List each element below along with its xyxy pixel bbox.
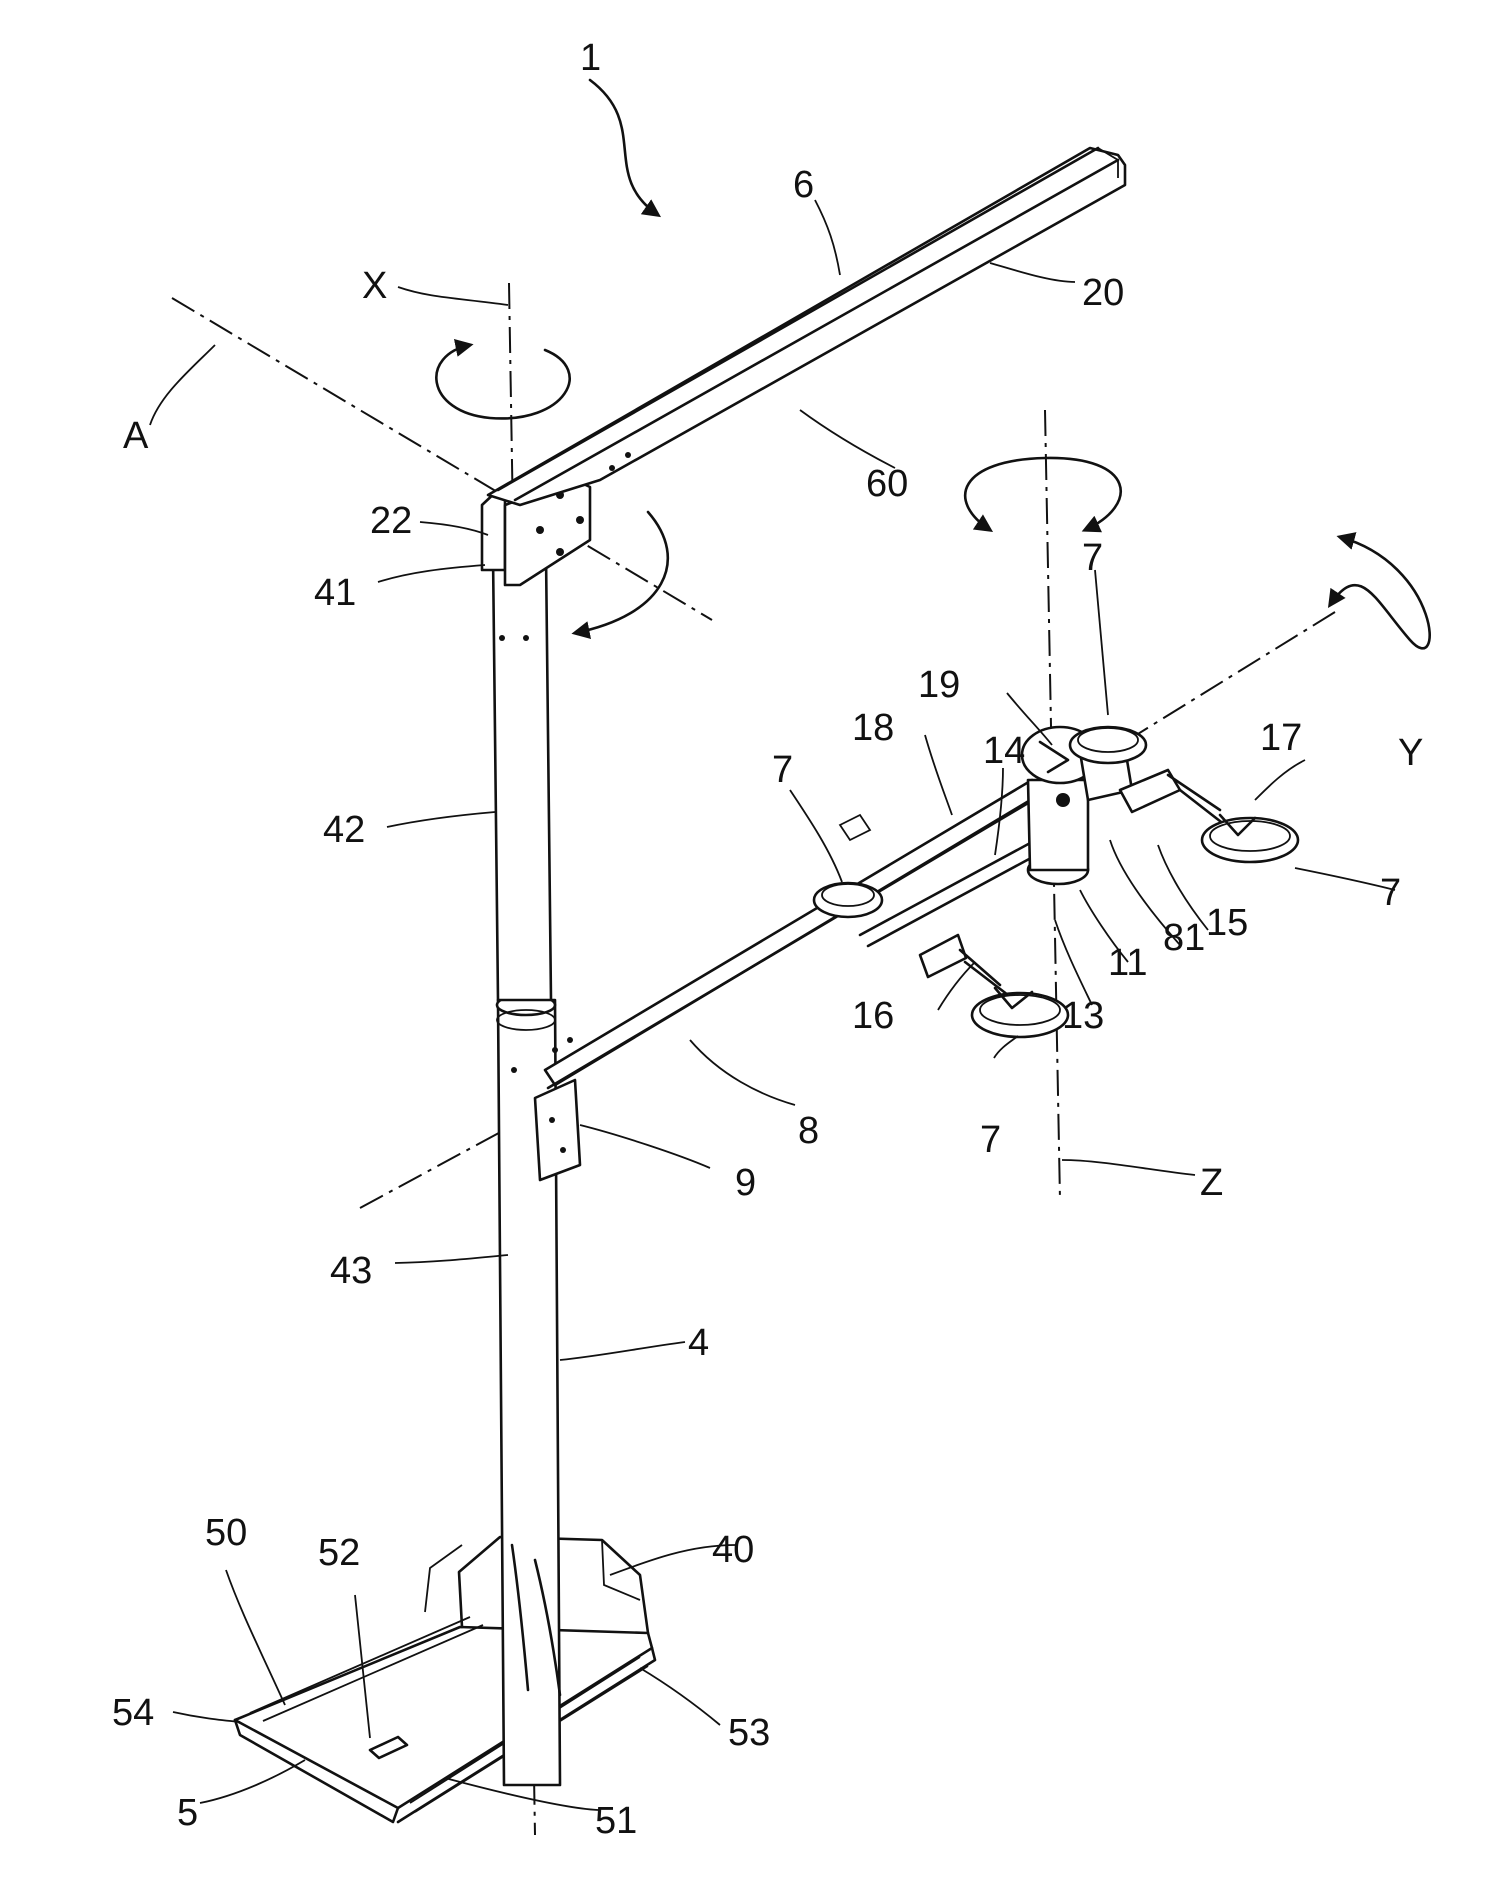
- label-8: 8: [798, 1110, 819, 1152]
- label-50: 50: [205, 1512, 247, 1554]
- label-4: 4: [688, 1322, 709, 1364]
- label-19: 19: [918, 664, 960, 706]
- label-a: A: [123, 415, 149, 457]
- label-16: 16: [852, 995, 894, 1037]
- label-51: 51: [595, 1800, 637, 1842]
- label-13: 13: [1062, 995, 1104, 1037]
- suction-cup-top: [1070, 727, 1146, 763]
- suction-cup-bottom: [972, 988, 1068, 1037]
- figure-arrow-1: [590, 80, 658, 215]
- label-7-top: 7: [1082, 537, 1103, 579]
- label-y: Y: [1398, 732, 1423, 774]
- rotation-arrow-z: [965, 458, 1121, 530]
- label-9: 9: [735, 1162, 756, 1204]
- label-11: 11: [1108, 942, 1147, 984]
- suction-cup-mid: [814, 883, 882, 917]
- left-sub-arm: [920, 935, 1008, 995]
- label-5: 5: [177, 1792, 198, 1834]
- suction-cup-right: [1202, 815, 1298, 862]
- label-7-left: 7: [772, 749, 793, 791]
- label-53: 53: [728, 1712, 770, 1754]
- label-40: 40: [712, 1529, 754, 1571]
- label-1: 1: [580, 37, 601, 79]
- label-7-bottom: 7: [980, 1119, 1001, 1161]
- label-41: 41: [314, 572, 356, 614]
- label-17: 17: [1260, 717, 1302, 759]
- right-sub-arm: [1120, 770, 1225, 825]
- axis-y-line: [1120, 612, 1335, 745]
- label-18: 18: [852, 707, 894, 749]
- rotation-arrow-x: [436, 345, 569, 418]
- label-15: 15: [1206, 902, 1248, 944]
- lower-arm: [535, 780, 1042, 1180]
- label-22: 22: [370, 500, 412, 542]
- label-60: 60: [866, 463, 908, 505]
- label-7-right: 7: [1380, 872, 1401, 914]
- base-plate: [235, 1537, 655, 1822]
- label-81: 81: [1163, 917, 1205, 959]
- label-x: X: [362, 265, 387, 307]
- label-54: 54: [112, 1692, 154, 1734]
- label-6: 6: [793, 164, 814, 206]
- label-z: Z: [1200, 1162, 1223, 1204]
- label-14: 14: [983, 730, 1025, 772]
- label-42: 42: [323, 809, 365, 851]
- rotation-arrow-y: [1330, 537, 1430, 648]
- label-20: 20: [1082, 272, 1124, 314]
- label-43: 43: [330, 1250, 372, 1292]
- label-52: 52: [318, 1532, 360, 1574]
